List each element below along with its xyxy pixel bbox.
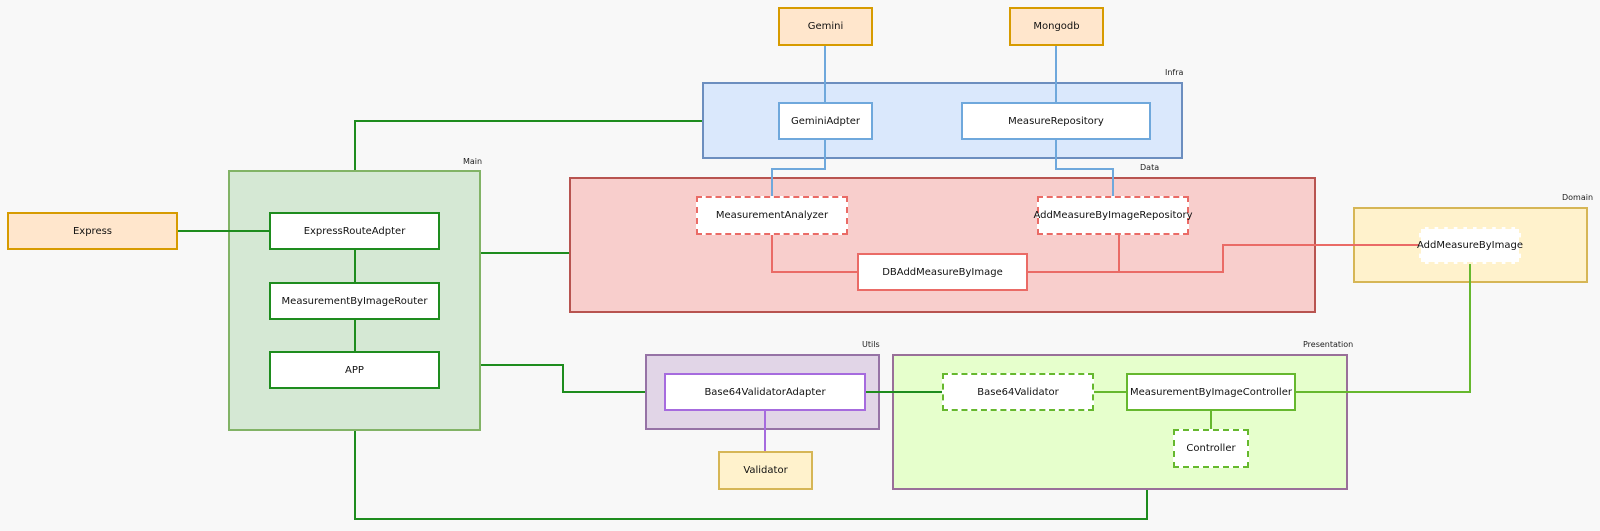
- presentation-layer-label: Presentation: [1303, 340, 1354, 349]
- main-layer-label: Main: [463, 157, 483, 166]
- add-measure-by-image-node[interactable]: AddMeasureByImage: [1417, 227, 1523, 264]
- measure-repository-node[interactable]: MeasureRepository: [961, 102, 1151, 140]
- measurement-controller-node[interactable]: MeasurementByImageController: [1126, 373, 1296, 411]
- controller-node[interactable]: Controller: [1173, 429, 1249, 468]
- data-layer-label: Data: [1140, 163, 1160, 172]
- gemini-node[interactable]: Gemini: [778, 7, 873, 46]
- edge-main-to-infra: [354, 120, 702, 170]
- gemini-adapter-node[interactable]: GeminiAdpter: [778, 102, 873, 140]
- infra-layer-label: Infra: [1165, 68, 1184, 77]
- measurement-analyzer-node[interactable]: MeasurementAnalyzer: [696, 196, 848, 235]
- domain-layer-label: Domain: [1562, 193, 1594, 202]
- express-node[interactable]: Express: [7, 212, 178, 250]
- express-route-adapter-node[interactable]: ExpressRouteAdpter: [269, 212, 440, 250]
- measurement-router-node[interactable]: MeasurementByImageRouter: [269, 282, 440, 320]
- data-layer: [569, 177, 1316, 313]
- add-measure-repository-node[interactable]: AddMeasureByImageRepository: [1033, 196, 1193, 235]
- validator-node[interactable]: Validator: [718, 451, 813, 490]
- mongodb-node[interactable]: Mongodb: [1009, 7, 1104, 46]
- base64-validator-adapter-node[interactable]: Base64ValidatorAdapter: [664, 373, 866, 411]
- base64-validator-node[interactable]: Base64Validator: [942, 373, 1094, 411]
- edge-main-to-utils: [481, 364, 645, 393]
- utils-layer-label: Utils: [862, 340, 880, 349]
- db-add-measure-node[interactable]: DBAddMeasureByImage: [857, 253, 1028, 291]
- app-node[interactable]: APP: [269, 351, 440, 389]
